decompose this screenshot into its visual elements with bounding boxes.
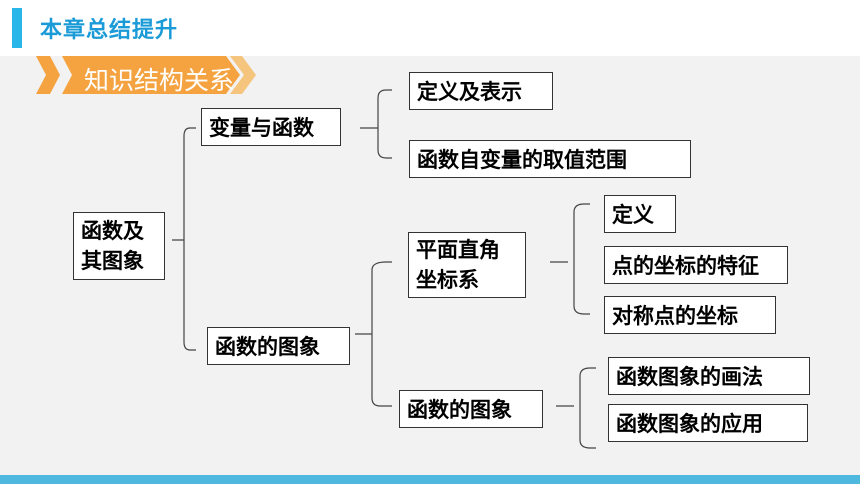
section-tag-shape <box>36 56 256 94</box>
section-tag-label: 知识结构关系 <box>84 66 235 95</box>
node-symmetric-point-coordinates: 对称点的坐标 <box>604 296 776 334</box>
node-definition: 定义 <box>604 195 676 233</box>
node-graph-drawing-method: 函数图象的画法 <box>608 357 810 395</box>
node-function-graph-sub: 函数的图象 <box>399 390 543 428</box>
header: 本章总结提升 <box>0 0 860 52</box>
node-definition-and-representation: 定义及表示 <box>409 72 553 110</box>
node-point-coordinate-features: 点的坐标的特征 <box>604 246 788 284</box>
footer-bar <box>0 475 860 484</box>
node-variables-and-functions: 变量与函数 <box>201 108 341 146</box>
node-cartesian-coordinate-system: 平面直角坐标系 <box>408 232 526 298</box>
node-root: 函数及其图象 <box>73 212 165 280</box>
node-function-graphs: 函数的图象 <box>207 327 350 365</box>
page-title: 本章总结提升 <box>40 18 179 43</box>
node-domain-of-variable: 函数自变量的取值范围 <box>409 140 691 178</box>
node-graph-application: 函数图象的应用 <box>608 404 808 442</box>
header-accent-bar <box>12 8 22 48</box>
